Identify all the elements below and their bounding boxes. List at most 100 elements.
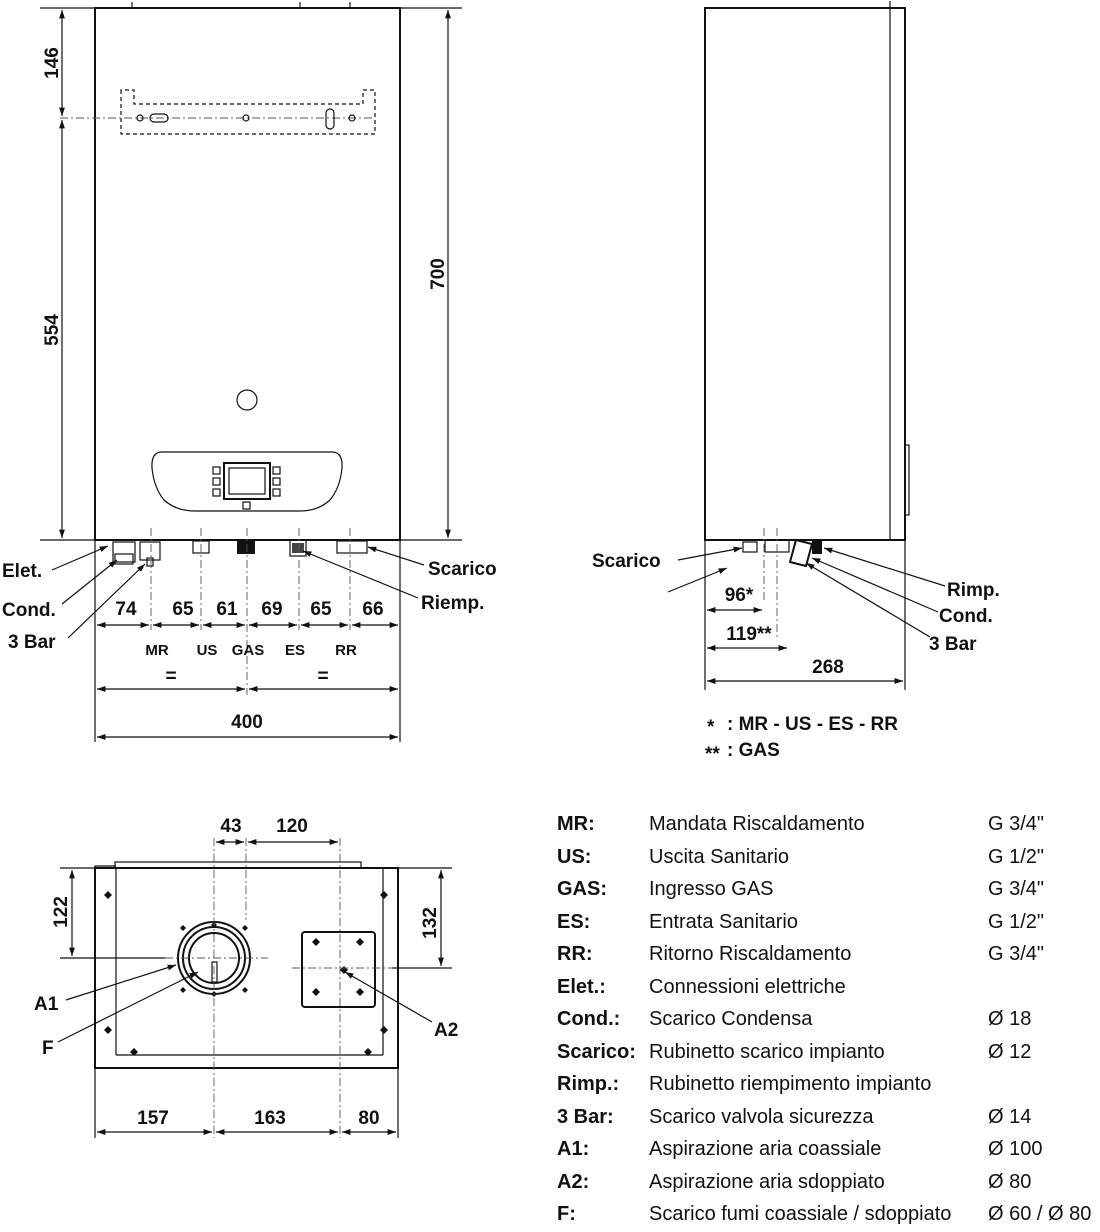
dim-120: 120 bbox=[276, 816, 308, 837]
note-2-mark: ** bbox=[705, 744, 720, 765]
legend-description: Scarico valvola sicurezza bbox=[649, 1105, 874, 1128]
callout-a1: A1 bbox=[34, 994, 59, 1015]
legend-value: Ø 100 bbox=[988, 1138, 1043, 1160]
dim-146: 146 bbox=[42, 47, 63, 79]
dim-69: 69 bbox=[261, 599, 282, 620]
legend-value: G 3/4" bbox=[988, 878, 1045, 900]
dim-119: 119** bbox=[726, 624, 772, 645]
conn-label-us: US bbox=[197, 642, 218, 659]
dim-66: 66 bbox=[362, 599, 383, 620]
side-callout-3bar: 3 Bar bbox=[929, 634, 977, 655]
conn-label-mr: MR bbox=[145, 642, 168, 659]
legend-code: A2: bbox=[557, 1170, 590, 1193]
legend-value: G 1/2" bbox=[988, 910, 1045, 933]
legend-code: GAS: bbox=[557, 878, 607, 900]
equal-mark-left: = bbox=[165, 666, 176, 687]
conn-label-es: ES bbox=[285, 642, 305, 659]
callout-a2: A2 bbox=[434, 1020, 458, 1041]
side-callout-rimp: Rimp. bbox=[947, 580, 1000, 601]
legend-code: US: bbox=[557, 845, 592, 868]
callout-cond: Cond. bbox=[2, 600, 56, 621]
callout-f: F bbox=[42, 1038, 54, 1059]
legend-description: Mandata Riscaldamento bbox=[649, 813, 865, 835]
legend-description: Ingresso GAS bbox=[649, 878, 774, 900]
connection-legend: MR: Mandata Riscaldamento G 3/4" US: Uscita … bbox=[557, 809, 1100, 1232]
note-1-text: : MR - US - ES - RR bbox=[727, 714, 898, 735]
bottom-fittings bbox=[112, 539, 368, 567]
legend-description: Ritorno Riscaldamento bbox=[649, 943, 852, 965]
legend-value: G 1/2" bbox=[988, 845, 1045, 868]
legend-description: Entrata Sanitario bbox=[649, 910, 798, 933]
legend-code: RR: bbox=[557, 943, 593, 965]
legend-code: Cond.: bbox=[557, 1008, 621, 1030]
legend-code: F: bbox=[557, 1203, 576, 1225]
dim-61: 61 bbox=[216, 599, 238, 620]
legend-description: Scarico Condensa bbox=[649, 1008, 813, 1030]
legend-code: Rimp.: bbox=[557, 1073, 620, 1095]
legend-row: Scarico: Rubinetto scarico impianto Ø 12 bbox=[557, 1037, 1100, 1070]
legend-row: Elet.: Connessioni elettriche bbox=[557, 972, 1100, 1005]
legend-code: 3 Bar: bbox=[557, 1105, 614, 1128]
legend-value: Ø 14 bbox=[988, 1105, 1032, 1128]
callout-scarico: Scarico bbox=[428, 559, 497, 580]
legend-row: F: Scarico fumi coassiale / sdoppiato Ø 60… bbox=[557, 1199, 1100, 1232]
top-view: 43 120 122 132 157 163 80 A1 F A2 bbox=[34, 816, 458, 1138]
legend-code: Elet.: bbox=[557, 975, 606, 998]
legend-code: Scarico: bbox=[557, 1040, 636, 1063]
legend-row: Rimp.: Rubinetto riempimento impianto bbox=[557, 1069, 1100, 1102]
dim-700: 700 bbox=[428, 258, 449, 290]
boiler-front-body bbox=[94, 7, 401, 541]
legend-description: Rubinetto scarico impianto bbox=[649, 1040, 885, 1063]
control-panel bbox=[151, 451, 343, 512]
legend-row: GAS: Ingresso GAS G 3/4" bbox=[557, 874, 1100, 907]
legend-row: Cond.: Scarico Condensa Ø 18 bbox=[557, 1004, 1100, 1037]
equal-mark-right: = bbox=[317, 666, 328, 687]
callout-3bar: 3 Bar bbox=[8, 632, 56, 653]
dim-96: 96* bbox=[725, 585, 754, 606]
dim-65-b: 65 bbox=[310, 599, 332, 620]
boiler-side-body bbox=[704, 7, 906, 541]
legend-code: ES: bbox=[557, 910, 591, 933]
legend-description: Uscita Sanitario bbox=[649, 845, 790, 868]
legend-code: MR: bbox=[557, 813, 595, 835]
control-display bbox=[223, 462, 271, 500]
legend-row: A2: Aspirazione aria sdoppiato Ø 80 bbox=[557, 1167, 1100, 1200]
side-callout-cond: Cond. bbox=[939, 606, 993, 627]
legend-value: Ø 18 bbox=[988, 1008, 1032, 1030]
legend-description: Scarico fumi coassiale / sdoppiato bbox=[649, 1203, 952, 1225]
note-1-mark: * bbox=[707, 717, 715, 738]
legend-value: Ø 12 bbox=[988, 1040, 1032, 1063]
legend-value: G 3/4" bbox=[988, 943, 1045, 965]
dim-268: 268 bbox=[812, 657, 844, 678]
indicator-light bbox=[236, 389, 258, 411]
dim-132: 132 bbox=[420, 907, 441, 939]
dim-554: 554 bbox=[42, 314, 63, 346]
legend-description: Connessioni elettriche bbox=[649, 975, 846, 998]
legend-description: Aspirazione aria coassiale bbox=[649, 1138, 882, 1160]
legend-value: Ø 80 bbox=[988, 1170, 1032, 1193]
front-view: 146 554 700 74 65 61 69 65 66 MR US GAS … bbox=[2, 2, 497, 742]
legend-row: US: Uscita Sanitario G 1/2" bbox=[557, 842, 1100, 875]
side-view: 96* 119** 268 Scarico Rimp. Cond. 3 Bar … bbox=[592, 1, 1000, 765]
legend-row: RR: Ritorno Riscaldamento G 3/4" bbox=[557, 939, 1100, 972]
callout-riemp: Riemp. bbox=[421, 593, 484, 614]
dim-400: 400 bbox=[231, 712, 263, 733]
conn-label-gas: GAS bbox=[232, 642, 265, 659]
dim-65-a: 65 bbox=[172, 599, 194, 620]
legend-row: 3 Bar: Scarico valvola sicurezza Ø 14 bbox=[557, 1102, 1100, 1135]
dim-80: 80 bbox=[358, 1108, 379, 1129]
dim-122: 122 bbox=[51, 896, 72, 928]
dim-157: 157 bbox=[137, 1108, 169, 1129]
legend-description: Rubinetto riempimento impianto bbox=[649, 1073, 932, 1095]
note-2-text: : GAS bbox=[727, 740, 780, 761]
callout-elet: Elet. bbox=[2, 561, 42, 582]
legend-row: A1: Aspirazione aria coassiale Ø 100 bbox=[557, 1134, 1100, 1167]
legend-value: Ø 60 / Ø 80 bbox=[988, 1203, 1092, 1225]
dim-43: 43 bbox=[220, 816, 241, 837]
legend-description: Aspirazione aria sdoppiato bbox=[649, 1170, 885, 1193]
dim-163: 163 bbox=[254, 1108, 286, 1129]
twin-pipe-plate bbox=[301, 931, 376, 1008]
legend-code: A1: bbox=[557, 1138, 590, 1160]
